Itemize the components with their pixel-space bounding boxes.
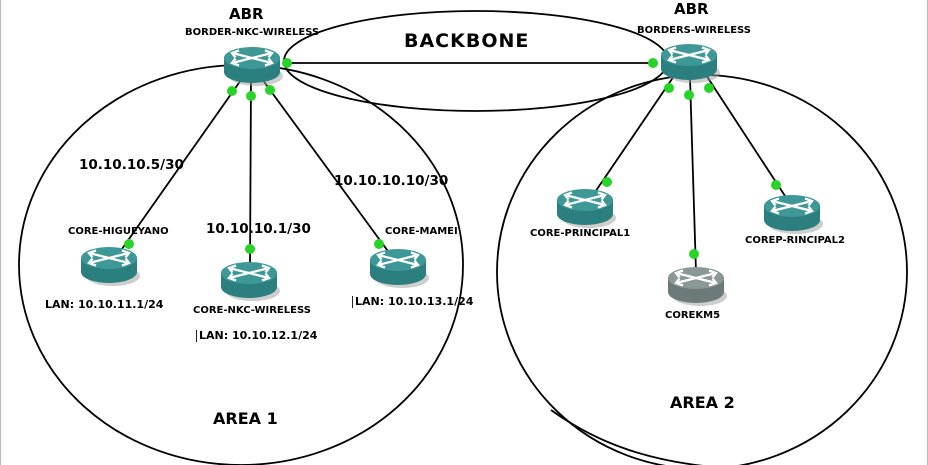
abr-left-name-label: BORDER-NKC-WIRELESS [185,27,320,38]
router-core-nkc-wireless[interactable] [218,259,280,303]
router-icon [221,262,280,301]
link-label-higueyano: 10.10.10.5/30 [79,157,184,173]
green-link-endpoint-dot [664,83,674,93]
link-line-abr-corekm5 [689,77,697,273]
lan-label-mamei: LAN: 10.10.13.1/24 [352,295,473,309]
node-label-corekm5: COREKM5 [665,310,721,321]
link-line-abr-higueyano [116,79,242,257]
router-corep-rincipal2[interactable] [761,192,823,236]
router-icon [224,47,283,86]
green-link-endpoint-dot [282,58,292,68]
link-label-nkc: 10.10.10.1/30 [206,221,311,237]
node-label-higueyano: CORE-HIGUEYANO [68,226,169,237]
abr-right-name-label: BORDERS-WIRELESS [637,25,751,36]
link-label-mamei: 10.10.10.10/30 [334,173,449,189]
router-icon [661,44,720,83]
node-label-nkc: CORE-NKC-WIRELESS [193,305,311,316]
green-link-endpoint-dot [265,85,275,95]
area2-label: AREA 2 [670,393,735,412]
router-corekm5[interactable] [665,264,727,308]
router-border-nkc-wireless[interactable] [221,44,283,88]
node-label-principal1: CORE-PRINCIPAL1 [530,228,631,239]
router-icon [370,249,429,288]
router-icon [557,189,616,228]
router-core-mamei[interactable] [367,246,429,290]
green-link-endpoint-dot [602,177,612,187]
node-label-rincipal2: COREP-RINCIPAL2 [745,235,846,246]
router-borders-wireless[interactable] [658,41,720,85]
area1-label: AREA 1 [213,409,278,428]
green-link-endpoint-dot [704,83,714,93]
backbone-ellipse [283,10,669,112]
link-line-abr-nkc [249,79,252,267]
node-label-mamei: CORE-MAMEI [385,226,458,237]
abr-right-role-label: ABR [674,0,709,18]
green-link-endpoint-dot [245,244,255,254]
link-line-abr-mamei [261,78,394,259]
green-link-endpoint-dot [689,249,699,259]
router-icon [668,267,727,306]
abr-left-role-label: ABR [229,5,264,23]
green-link-endpoint-dot [374,239,384,249]
green-link-endpoint-dot [227,86,237,96]
lan-label-higueyano: LAN: 10.10.11.1/24 [45,298,164,311]
green-link-endpoint-dot [124,239,134,249]
router-icon [81,247,140,286]
lan-label-nkc: LAN: 10.10.12.1/24 [196,329,317,343]
green-link-endpoint-dot [771,180,781,190]
green-link-endpoint-dot [684,90,694,100]
router-core-higueyano[interactable] [78,244,140,288]
green-link-endpoint-dot [246,91,256,101]
green-link-endpoint-dot [648,58,658,68]
area2-extra-arc [550,409,704,465]
router-core-principal1[interactable] [554,186,616,230]
router-icon [764,195,823,234]
backbone-label: BACKBONE [404,30,530,52]
